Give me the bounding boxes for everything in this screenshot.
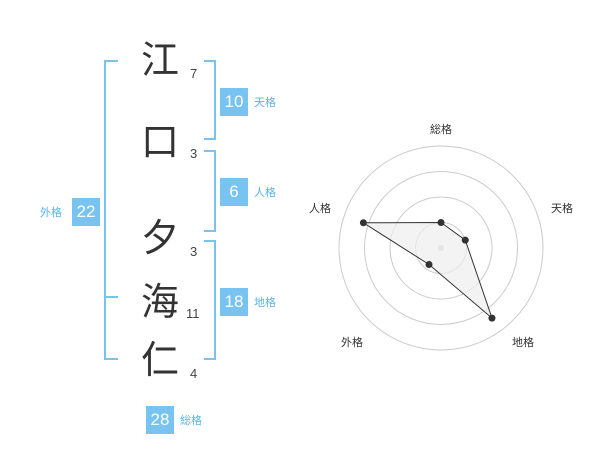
kanji-char-2: 口	[140, 120, 179, 164]
radar-ring	[338, 145, 544, 351]
radar-point-0	[437, 219, 445, 226]
radar-axis-label-gaikaku: 外格	[341, 335, 363, 349]
stroke-count-5: 4	[190, 366, 198, 381]
soukaku-label: 総格	[180, 414, 202, 427]
stroke-count-1: 7	[190, 66, 198, 81]
kanji-char-3: 夕	[140, 216, 179, 260]
radar-axis-label-tenkaku: 天格	[551, 201, 573, 215]
radar-point-2	[488, 314, 496, 322]
chikaku-badge: 18	[220, 288, 248, 316]
stroke-count-4: 11	[186, 306, 200, 321]
tenkaku-label: 天格	[254, 96, 276, 109]
soukaku-badge: 28	[146, 406, 174, 434]
radar-axis-label-jinkaku: 人格	[309, 201, 331, 215]
gaikaku-badge: 22	[72, 198, 100, 226]
stroke-count-2: 3	[190, 146, 198, 161]
radar-grid	[338, 145, 544, 351]
radar-points	[359, 219, 496, 322]
radar-axis-label-soukaku: 総格	[430, 122, 452, 136]
radar-area	[361, 221, 494, 320]
chikaku-label: 地格	[254, 296, 276, 309]
gaikaku-label: 外格	[40, 206, 62, 219]
jinkaku-badge: 6	[220, 178, 248, 206]
radar-point-4	[359, 219, 367, 227]
radar-axis-label-chikaku: 地格	[512, 335, 534, 349]
kanji-char-1: 江	[140, 38, 179, 82]
tenkaku-badge: 10	[220, 88, 248, 116]
kanji-char-4: 海	[140, 280, 179, 324]
radar-ring	[389, 196, 493, 300]
radar-point-3	[425, 261, 433, 269]
radar-ring	[364, 171, 518, 325]
stroke-count-3: 3	[190, 244, 198, 259]
radar-point-1	[461, 236, 469, 244]
kanji-char-5: 仁	[140, 338, 179, 382]
jinkaku-label: 人格	[254, 186, 276, 199]
